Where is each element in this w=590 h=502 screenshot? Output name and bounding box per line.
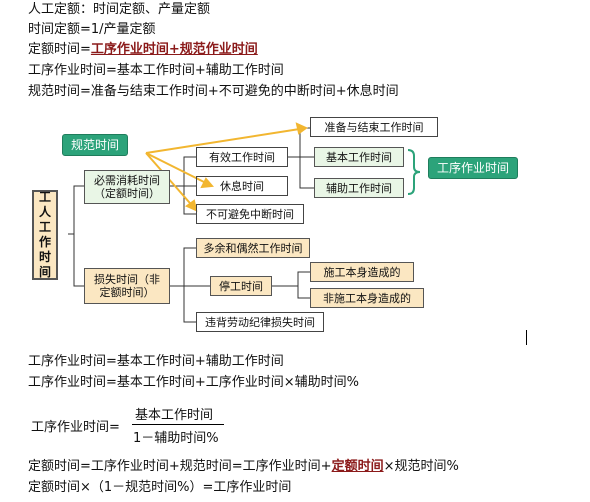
quota-time-label: 定额时间=	[28, 42, 91, 57]
box-loss-time: 损失时间（非 定额时间）	[84, 268, 170, 304]
line-quota-formula-2: 定额时间×（1－规范时间%）=工序作业时间	[28, 480, 292, 495]
root-worker-time: 工 人 工 作 时 间	[32, 190, 58, 280]
line-process-time: 工序作业时间=基本工作时间+辅助工作时间	[28, 63, 284, 78]
box-violation-time: 违背劳动纪律损失时间	[196, 312, 324, 332]
box-excess-time: 多余和偶然工作时间	[196, 238, 310, 258]
box-unavoidable-time: 不可避免中断时间	[196, 204, 304, 224]
box-prep-time: 准备与结束工作时间	[310, 117, 438, 137]
box-rest-time: 休息时间	[196, 176, 288, 196]
text-cursor	[526, 330, 527, 345]
fraction-formula: 工序作业时间= 基本工作时间 1－辅助时间%	[31, 404, 271, 446]
line-process-formula-2: 工序作业时间=基本工作时间+工序作业时间×辅助时间%	[28, 375, 360, 390]
box-stop-self: 施工本身造成的	[310, 262, 414, 282]
box-aux-time: 辅助工作时间	[314, 178, 404, 198]
fraction-denominator: 1－辅助时间%	[133, 431, 219, 446]
box-stop-other: 非施工本身造成的	[310, 288, 424, 308]
quota-formula-c: ×规范时间%	[383, 459, 459, 474]
box-necessary-time: 必需消耗时间 （定额时间）	[84, 170, 170, 204]
line-quota-formula: 定额时间=工序作业时间+规范时间=工序作业时间+定额时间×规范时间%	[28, 458, 459, 476]
tag-process-time: 工序作业时间	[428, 157, 518, 179]
box-effective-time: 有效工作时间	[196, 147, 288, 167]
fraction-left: 工序作业时间=	[31, 420, 120, 435]
line-quota-time: 定额时间=工序作业时间+规范作业时间	[28, 41, 258, 59]
quota-formula-a: 定额时间=工序作业时间+规范时间=工序作业时间+	[28, 459, 332, 474]
tag-norm-time: 规范时间	[62, 134, 128, 156]
fraction-numerator: 基本工作时间	[135, 408, 214, 423]
line-norm-time: 规范时间=准备与结束工作时间+不可避免的中断时间+休息时间	[28, 84, 399, 99]
quota-time-highlight: 工序作业时间+规范作业时间	[90, 42, 258, 57]
box-basic-time: 基本工作时间	[314, 147, 404, 167]
line-time-quota: 时间定额=1/产量定额	[28, 22, 156, 37]
quota-formula-highlight: 定额时间	[331, 459, 384, 474]
line-process-formula-1: 工序作业时间=基本工作时间+辅助工作时间	[28, 354, 284, 369]
line-labor-quota: 人工定额：时间定额、产量定额	[28, 2, 211, 17]
box-stop-time: 停工时间	[210, 276, 272, 296]
fraction-bar	[132, 424, 224, 425]
